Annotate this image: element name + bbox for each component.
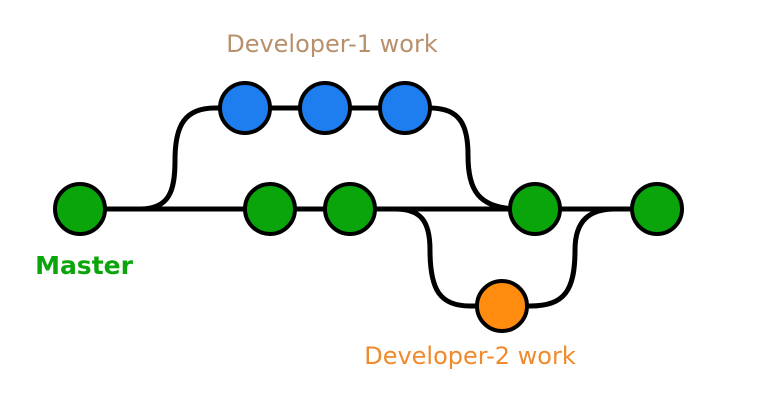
master-label: Master [35,251,134,280]
developer-2-label: Developer-2 work [364,342,576,370]
developer-2-commit-1 [475,279,529,333]
master-commit-4 [508,182,562,236]
master-commit-2 [243,182,297,236]
developer-1-commit-3 [378,81,432,135]
master-commit-1 [53,182,107,236]
master-commit-3 [323,182,377,236]
developer-1-label: Developer-1 work [226,30,438,58]
master-commit-5 [630,182,684,236]
developer-1-commit-2 [298,81,352,135]
developer-1-commit-1 [218,81,272,135]
